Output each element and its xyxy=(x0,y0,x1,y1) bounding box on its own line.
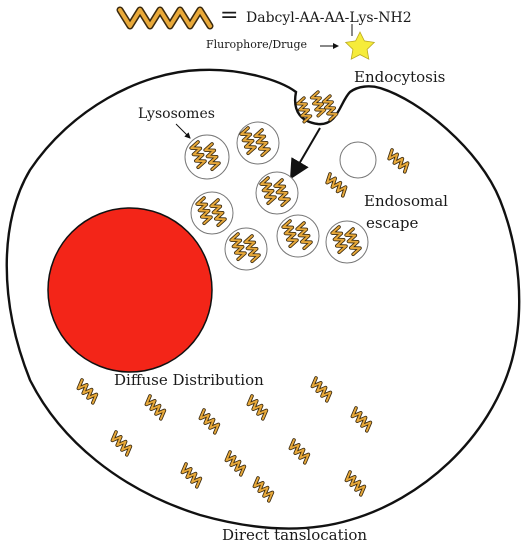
endocytosis-arrow xyxy=(289,127,321,180)
label-endosomal: Endosomal xyxy=(364,192,448,210)
legend-equals: = xyxy=(220,3,238,28)
empty-endosome xyxy=(339,141,377,179)
label-endocytosis: Endocytosis xyxy=(354,68,445,86)
label-escape: escape xyxy=(366,214,419,232)
label-direct: Direct tanslocation xyxy=(222,526,367,544)
cell-membrane xyxy=(5,68,521,530)
label-lysosomes: Lysosomes xyxy=(138,106,215,122)
legend-peptide-icon xyxy=(116,6,214,30)
star-icon xyxy=(344,31,376,60)
nucleus xyxy=(47,207,213,373)
legend-cargo-label: Flurophore/Druge xyxy=(206,38,307,51)
label-diffuse: Diffuse Distribution xyxy=(114,371,264,389)
endocytic-peptides xyxy=(294,90,340,124)
lysosomes-arrow xyxy=(175,123,191,139)
legend-peptide-label: Dabcyl-AA-AA-Lys-NH2 xyxy=(246,10,412,26)
